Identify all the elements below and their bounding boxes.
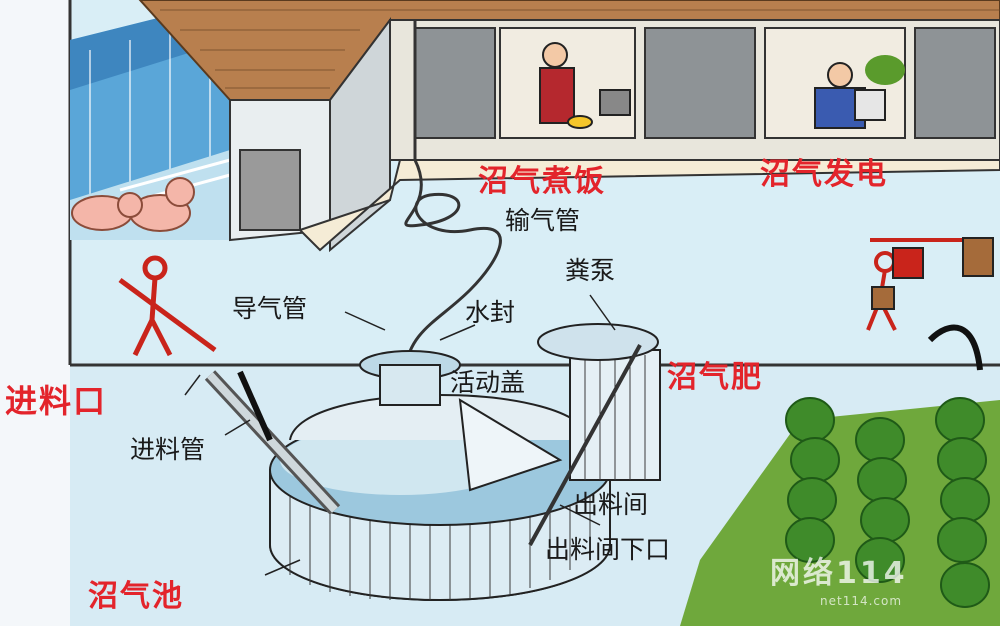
label-outlet-room-lower: 出料间下口 [545, 537, 670, 562]
watermark-logo: 网络114 [770, 548, 908, 592]
left-margin [0, 0, 70, 626]
label-biogas-power: 沼气发电 [760, 160, 888, 190]
label-feed-inlet: 进料口 [5, 385, 107, 417]
label-feed-pipe: 进料管 [130, 437, 205, 462]
label-manure-pump: 粪泵 [565, 258, 615, 283]
label-digester: 沼气池 [88, 582, 184, 612]
label-outlet-room: 出料间 [573, 492, 648, 517]
label-gas-guide-pipe: 导气管 [232, 296, 307, 321]
label-movable-cover: 活动盖 [450, 370, 525, 395]
label-gas-pipe: 输气管 [505, 208, 580, 233]
label-biogas-cooking: 沼气煮饭 [478, 167, 606, 197]
label-biogas-fertilizer: 沼气肥 [667, 363, 763, 393]
label-water-seal: 水封 [465, 300, 515, 325]
potted-plant [865, 55, 905, 85]
watermark-url: net114.com [820, 594, 902, 608]
